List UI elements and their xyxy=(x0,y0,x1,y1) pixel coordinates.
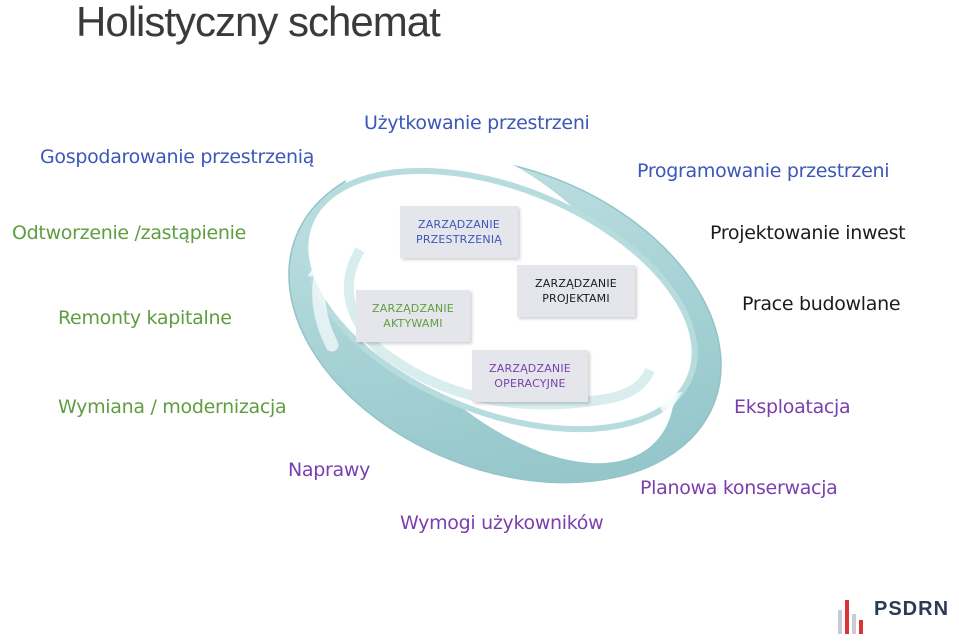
label-planowa: Planowa konserwacja xyxy=(640,477,838,499)
label-wymogi: Wymogi użykowników xyxy=(400,512,604,534)
label-eksploatacja: Eksploatacja xyxy=(734,396,851,418)
label-naprawy: Naprawy xyxy=(288,459,371,481)
slide-title: Holistyczny schemat xyxy=(76,0,441,45)
logo-bars-icon xyxy=(838,600,863,634)
ring-inner-band xyxy=(343,247,655,410)
box-zarzadzanie-przestrzenia: ZARZĄDZANIE PRZESTRZENIĄ xyxy=(400,206,518,258)
box-zarzadzanie-projektami: ZARZĄDZANIE PROJEKTAMI xyxy=(517,265,635,317)
label-uzytkowanie: Użytkowanie przestrzeni xyxy=(364,112,590,134)
box-przestrzenia-line1: ZARZĄDZANIE xyxy=(418,218,500,231)
box-aktywami-line1: ZARZĄDZANIE xyxy=(372,302,454,315)
box-projektami-line1: ZARZĄDZANIE xyxy=(535,277,617,290)
label-wymiana: Wymiana / modernizacja xyxy=(58,396,287,418)
label-programowanie: Programowanie przestrzeni xyxy=(637,160,890,182)
label-gospodarowanie: Gospodarowanie przestrzenią xyxy=(40,146,315,168)
box-przestrzenia-line2: PRZESTRZENIĄ xyxy=(416,233,502,246)
label-remonty: Remonty kapitalne xyxy=(58,307,232,329)
label-projektowanie: Projektowanie inwest xyxy=(710,222,906,244)
box-operacyjne-line1: ZARZĄDZANIE xyxy=(489,362,571,375)
box-projektami-line2: PROJEKTAMI xyxy=(542,292,610,305)
label-prace: Prace budowlane xyxy=(742,293,901,315)
box-aktywami-line2: AKTYWAMI xyxy=(383,317,443,330)
cycle-arrow-left xyxy=(308,246,339,352)
psdrn-logo: PSDRN xyxy=(836,596,956,636)
box-zarzadzanie-operacyjne: ZARZĄDZANIE OPERACYJNE xyxy=(472,350,588,402)
box-operacyjne-line2: OPERACYJNE xyxy=(494,377,566,390)
box-zarzadzanie-aktywami: ZARZĄDZANIE AKTYWAMI xyxy=(356,290,470,342)
cycle-arrow-right xyxy=(648,331,682,418)
label-odtworzenie: Odtworzenie /zastąpienie xyxy=(12,222,247,244)
logo-text: PSDRN xyxy=(874,598,950,620)
